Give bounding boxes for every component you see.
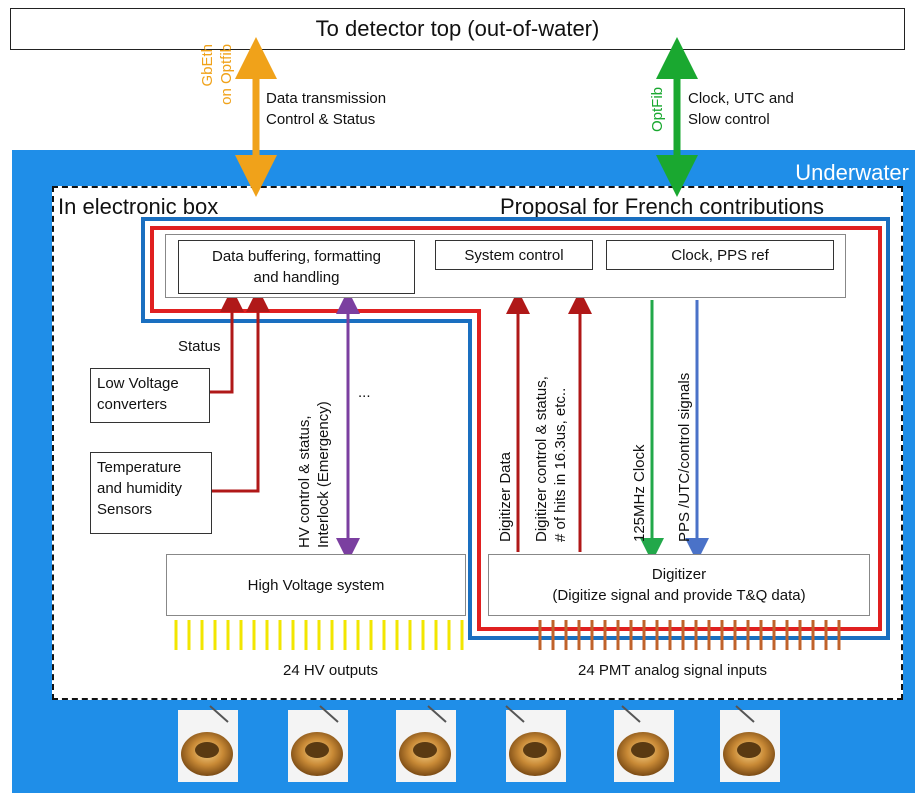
low-voltage-line2: converters	[97, 396, 168, 413]
clock-utc-line1: Clock, UTC and	[688, 90, 794, 107]
hv-pins	[174, 620, 464, 650]
data-buffering-box: Data buffering, formatting and handling	[178, 240, 415, 294]
pmt-photomultiplier-icon	[288, 705, 348, 782]
underwater-label: Underwater	[795, 160, 909, 185]
red-outline	[150, 226, 882, 631]
clock-utc-line2: Slow control	[688, 111, 770, 128]
detector-top-label: To detector top (out-of-water)	[315, 16, 600, 41]
data-buffering-line2: and handling	[253, 269, 340, 286]
data-transmission-line1: Data transmission	[266, 90, 387, 107]
low-voltage-box: Low Voltage converters	[90, 368, 210, 423]
ellipsis-label: ...	[358, 384, 371, 401]
clock-utc-label: Clock, UTC and Slow control	[688, 88, 794, 130]
digitizer-line2: (Digitize signal and provide T&Q data)	[552, 587, 806, 604]
high-voltage-label: High Voltage system	[247, 576, 385, 594]
pmt-pins	[538, 620, 841, 650]
lv-status-line	[210, 288, 244, 394]
system-control-box: System control	[435, 240, 593, 270]
data-buffering-line1: Data buffering, formatting	[212, 248, 381, 265]
blue-outline	[141, 217, 890, 640]
digitizer-box: Digitizer (Digitize signal and provide T…	[488, 554, 870, 616]
pmt-photomultiplier-icon	[505, 705, 566, 782]
pmt-photomultiplier-icon	[396, 705, 456, 782]
detector-top-box: To detector top (out-of-water)	[10, 8, 905, 50]
temperature-line1: Temperature	[97, 459, 182, 476]
system-control-label: System control	[464, 246, 564, 264]
pmt-inputs-label: 24 PMT analog signal inputs	[578, 662, 768, 679]
temperature-line2: and humidity	[97, 480, 183, 497]
pmt-photomultiplier-icon	[720, 705, 780, 782]
pmt-photomultiplier-icon	[178, 705, 238, 782]
data-transmission-label: Data transmission Control & Status	[266, 88, 386, 130]
proposal-label: Proposal for French contributions	[500, 194, 825, 219]
high-voltage-box: High Voltage system	[166, 554, 466, 616]
pmt-photomultiplier-icon	[614, 705, 674, 782]
temperature-line3: Sensors	[97, 501, 153, 518]
status-label: Status	[178, 338, 221, 355]
low-voltage-line1: Low Voltage	[97, 375, 179, 392]
digitizer-line1: Digitizer	[651, 566, 707, 583]
temperature-sensors-box: Temperature and humidity Sensors	[90, 452, 212, 534]
data-transmission-line2: Control & Status	[266, 111, 376, 128]
sensor-status-line	[212, 288, 270, 493]
clock-pps-label: Clock, PPS ref	[671, 246, 769, 264]
clock-pps-box: Clock, PPS ref	[606, 240, 834, 270]
electronic-box-label: In electronic box	[58, 194, 219, 219]
hv-outputs-label: 24 HV outputs	[283, 662, 379, 679]
